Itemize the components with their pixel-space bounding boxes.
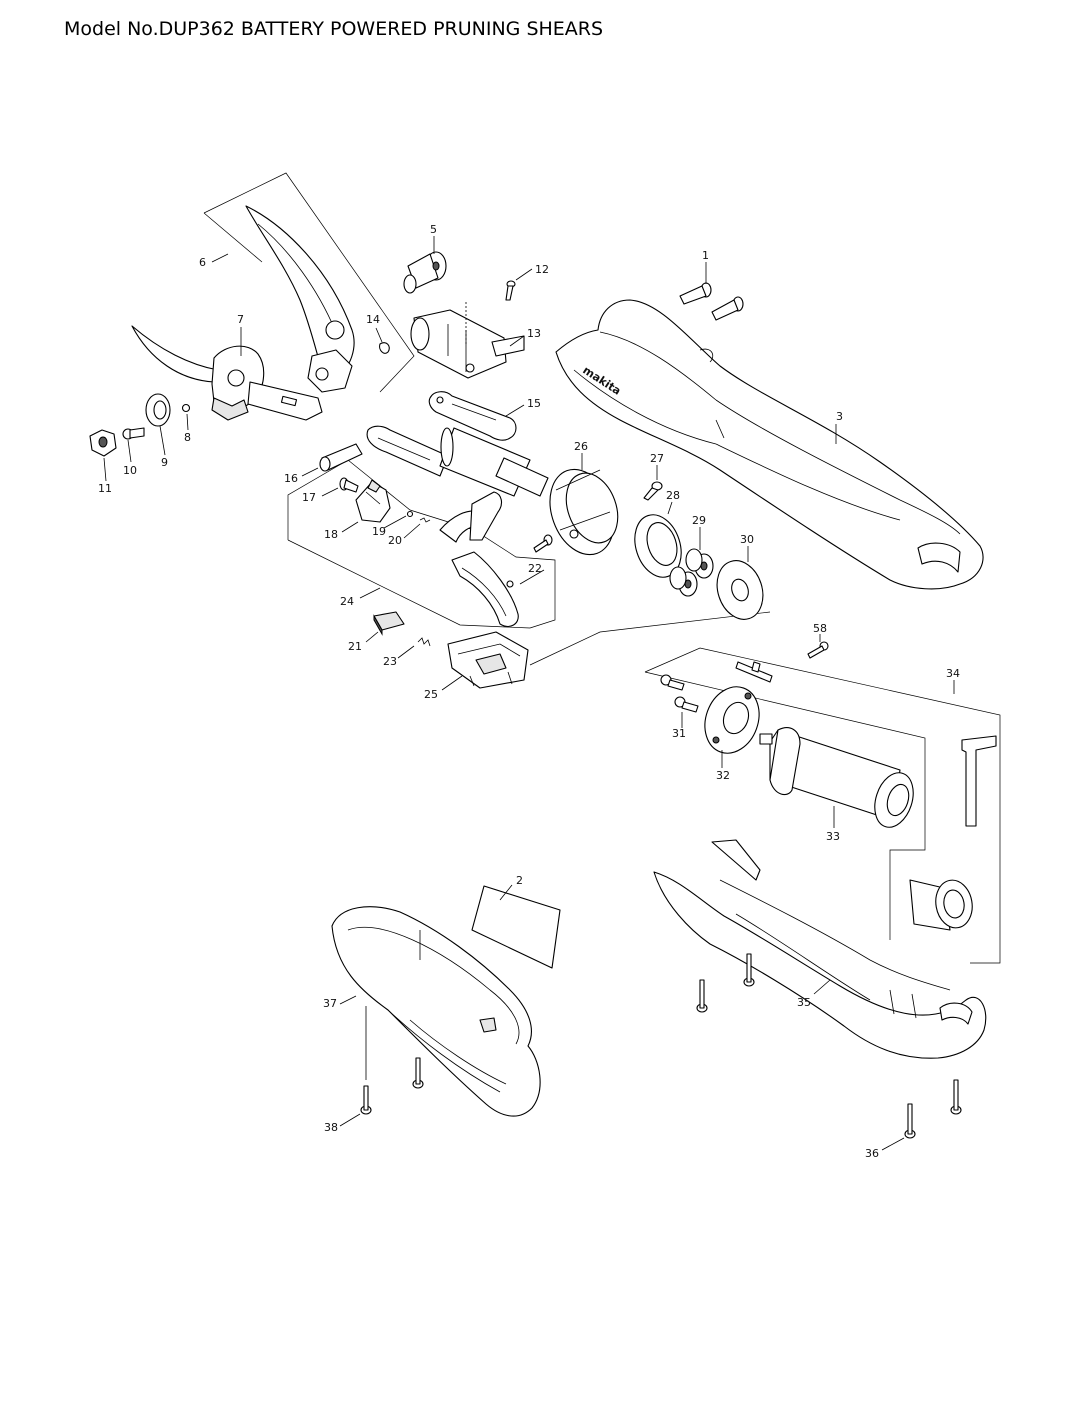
part-cylinder-assembly <box>366 425 619 556</box>
part-screw-1 <box>679 282 744 321</box>
assembly-outline-motor <box>529 611 1001 964</box>
part-screws-38 <box>360 1006 424 1115</box>
part-clip-14 <box>379 342 390 354</box>
part-connector <box>909 879 973 931</box>
callout-19: 19 <box>372 525 386 538</box>
callout-17: 17 <box>302 491 316 504</box>
part-upper-blade <box>245 205 355 393</box>
callout-11: 11 <box>98 482 112 495</box>
part-pivot-bolt <box>403 251 447 294</box>
part-motor-33 <box>759 727 914 828</box>
callout-25: 25 <box>424 688 438 701</box>
part-screw-22 <box>533 534 553 553</box>
callout-leaders <box>103 236 955 1151</box>
callout-26: 26 <box>574 440 588 453</box>
callout-35: 35 <box>797 996 811 1009</box>
callout-2: 2 <box>516 874 523 887</box>
callout-5: 5 <box>430 223 437 236</box>
part-washer-9 <box>145 393 171 427</box>
page-title: Model No.DUP362 BATTERY POWERED PRUNING … <box>64 18 604 40</box>
part-front-housing <box>555 299 984 590</box>
part-screws-31 <box>660 674 699 713</box>
callout-8: 8 <box>184 431 191 444</box>
callout-9: 9 <box>161 456 168 469</box>
callout-24: 24 <box>340 595 354 608</box>
callout-33: 33 <box>826 830 840 843</box>
part-terminal-34 <box>961 735 997 827</box>
part-cylinder-holder <box>410 302 525 379</box>
part-spring-23 <box>417 637 431 647</box>
callout-30: 30 <box>740 533 754 546</box>
callout-20: 20 <box>388 534 402 547</box>
callout-15: 15 <box>527 397 541 410</box>
callout-32: 32 <box>716 769 730 782</box>
callout-13: 13 <box>527 327 541 340</box>
callout-labels: 1 2 3 5 6 7 8 9 10 11 12 13 14 15 16 17 … <box>98 223 960 1160</box>
part-switch-box-25 <box>447 631 529 689</box>
part-trigger <box>439 491 519 627</box>
part-label-2 <box>471 885 561 969</box>
callout-23: 23 <box>383 655 397 668</box>
callout-1: 1 <box>702 249 709 262</box>
callout-3: 3 <box>836 410 843 423</box>
callout-6: 6 <box>199 256 206 269</box>
part-switch-18 <box>355 479 391 523</box>
callout-36: 36 <box>865 1147 879 1160</box>
callout-37: 37 <box>323 997 337 1010</box>
part-rubber-21 <box>373 611 405 636</box>
callout-58: 58 <box>813 622 827 635</box>
callout-29: 29 <box>692 514 706 527</box>
callout-22: 22 <box>528 562 542 575</box>
part-ring-8 <box>181 403 191 413</box>
callout-14: 14 <box>366 313 380 326</box>
callout-31: 31 <box>672 727 686 740</box>
callout-12: 12 <box>535 263 549 276</box>
part-ball-19 <box>406 510 414 518</box>
part-pin-16 <box>319 443 363 472</box>
callout-21: 21 <box>348 640 362 653</box>
part-left-housing <box>331 906 541 1117</box>
part-lower-blade <box>131 325 323 421</box>
part-clip-bar <box>735 661 773 683</box>
part-screw-10 <box>122 427 145 440</box>
callout-16: 16 <box>284 472 298 485</box>
part-screw-12 <box>505 280 516 301</box>
callout-7: 7 <box>237 313 244 326</box>
part-screw-17 <box>339 477 359 493</box>
callout-28: 28 <box>666 489 680 502</box>
callout-18: 18 <box>324 528 338 541</box>
part-screw-27 <box>643 481 663 501</box>
part-nut-11 <box>89 429 117 457</box>
part-motor-bracket-32 <box>704 686 760 754</box>
callout-34: 34 <box>946 667 960 680</box>
callout-10: 10 <box>123 464 137 477</box>
part-right-housing <box>653 839 987 1059</box>
assembly-outline-blade <box>203 172 415 393</box>
part-spring-20 <box>419 517 431 523</box>
part-screws-36 <box>696 953 962 1139</box>
part-link-plate <box>428 391 517 441</box>
callout-27: 27 <box>650 452 664 465</box>
part-gears <box>669 548 714 597</box>
part-washer <box>716 560 764 620</box>
part-ring-gear <box>634 514 682 578</box>
callout-38: 38 <box>324 1121 338 1134</box>
part-screw-58 <box>807 641 829 659</box>
